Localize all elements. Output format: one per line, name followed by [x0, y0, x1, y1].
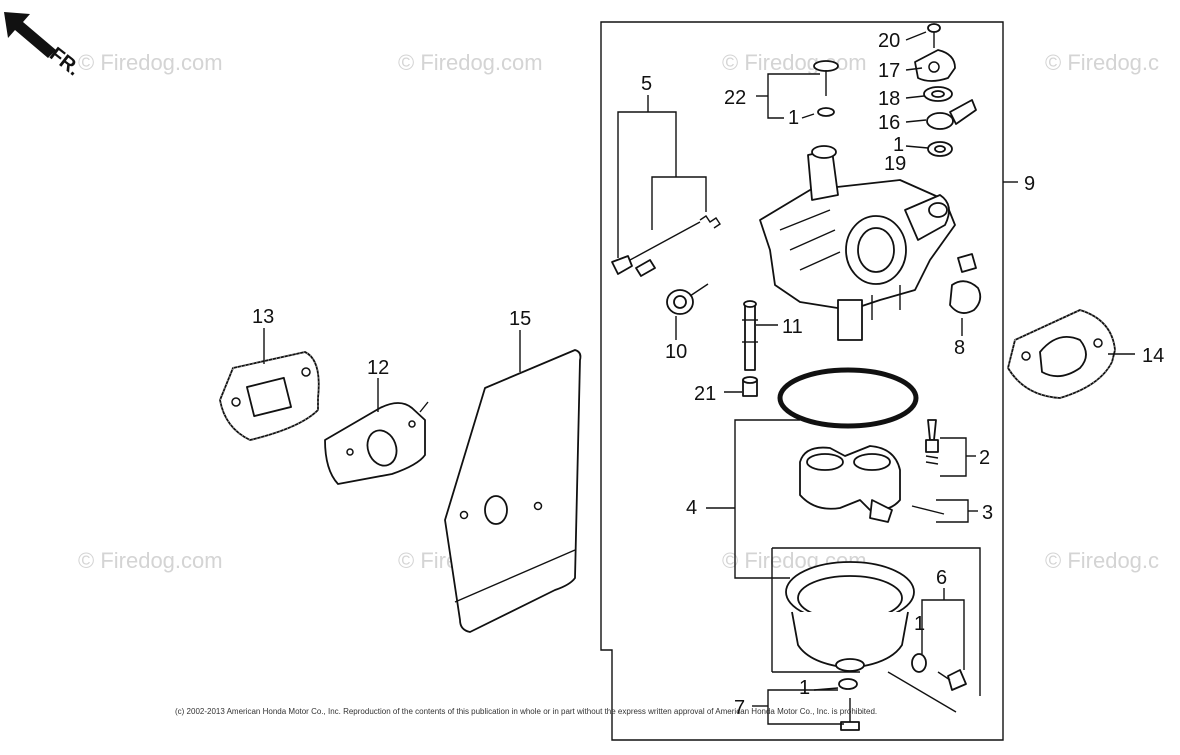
front-direction-arrow-icon: FR.: [4, 12, 84, 80]
part-13-insulator-gasket: [218, 350, 320, 442]
callout-1: 1: [914, 613, 925, 635]
part-2-float-valve: [925, 419, 939, 465]
part-3-float-pin: [911, 505, 945, 515]
callout-14: 14: [1142, 345, 1164, 367]
part-11-main-nozzle: [742, 300, 758, 371]
part-14-air-cleaner-gasket: [1006, 308, 1117, 400]
callout-18: 18: [878, 88, 900, 110]
watermark: © Firedog.c: [1045, 548, 1159, 573]
float-chamber-gasket: [777, 367, 919, 429]
callout-6: 6: [936, 567, 947, 589]
part-6-drain-screw: [911, 653, 967, 691]
callout-8: 8: [954, 337, 965, 359]
callout-1: 1: [788, 107, 799, 129]
leader-lines: [263, 31, 1135, 725]
watermark: © Firedog.com: [398, 50, 543, 75]
callout-22: 22: [724, 87, 746, 109]
part-7-bolt: [838, 678, 860, 731]
float-chamber: [785, 561, 915, 672]
carburetor-body: [759, 145, 956, 341]
part-8-float-valve-clip: [949, 253, 982, 314]
part-18-seal: [923, 86, 953, 102]
copyright-notice: (c) 2002-2013 American Honda Motor Co., …: [175, 707, 877, 716]
part-21-main-jet: [742, 376, 758, 397]
callout-11: 11: [782, 316, 803, 338]
float: [799, 445, 901, 523]
callout-20: 20: [878, 30, 900, 52]
part-20-screw: [927, 23, 941, 48]
callout-2: 2: [979, 447, 990, 469]
callout-1: 1: [893, 134, 904, 156]
callout-19: 19: [884, 153, 906, 175]
part-5-pilot-screw-set: [611, 215, 721, 277]
callout-3: 3: [982, 502, 993, 524]
callout-labels: 20 17 18 16 1 19 22 1 5 9 13 12 15 14 11…: [252, 30, 1164, 719]
callout-17: 17: [878, 60, 900, 82]
part-19-collar: [927, 141, 953, 157]
watermark: © Firedog.com: [78, 548, 223, 573]
watermark: © Firedog.c: [1045, 50, 1159, 75]
watermark: © Firedog.com: [78, 50, 223, 75]
part-15-gasket-plate: [444, 349, 582, 633]
callout-5: 5: [641, 73, 652, 95]
part-10-throttle-stop-screw: [666, 283, 709, 315]
callout-9: 9: [1024, 173, 1035, 195]
part-22-screw: [813, 60, 839, 117]
callout-15: 15: [509, 308, 531, 330]
callout-12: 12: [367, 357, 389, 379]
callout-4: 4: [686, 497, 697, 519]
callout-16: 16: [878, 112, 900, 134]
assembly-frame: [600, 21, 1004, 741]
callout-21: 21: [694, 383, 716, 405]
callout-7: 7: [734, 697, 745, 719]
callout-10: 10: [665, 341, 687, 363]
callout-13: 13: [252, 306, 274, 328]
part-12-carburetor-insulator: [324, 401, 429, 485]
watermark: © Firedog.com: [722, 50, 867, 75]
part-16-choke-lever: [926, 99, 977, 130]
part-17-choke-plate: [914, 49, 956, 82]
callout-1: 1: [799, 677, 810, 699]
